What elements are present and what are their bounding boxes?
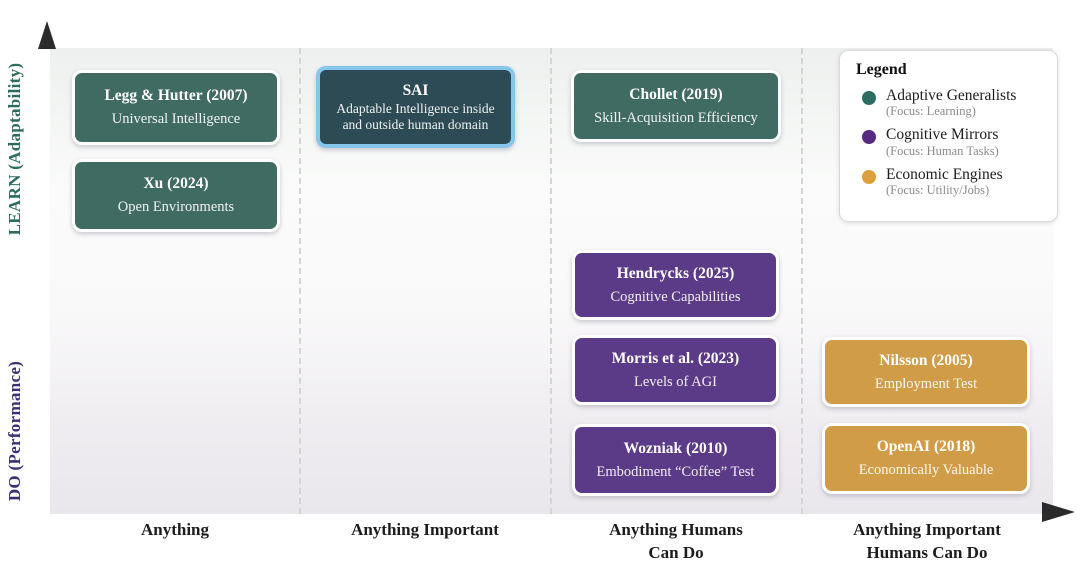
card-morris: Morris et al. (2023) Levels of AGI bbox=[572, 335, 779, 405]
x-tick-anything-important: Anything Important bbox=[351, 520, 499, 539]
legend-item-label: Economic Engines bbox=[886, 165, 1003, 183]
legend-item-label: Adaptive Generalists bbox=[886, 87, 1017, 104]
card-title: Hendrycks (2025) bbox=[616, 264, 735, 282]
card-title: Nilsson (2005) bbox=[879, 351, 973, 369]
card-nilsson: Nilsson (2005) Employment Test bbox=[822, 337, 1030, 407]
card-openai: OpenAI (2018) Economically Valuable bbox=[822, 423, 1030, 494]
legend-item-focus: (Focus: Human Tasks) bbox=[886, 143, 999, 158]
legend-item-adaptive-generalists: Adaptive Generalists (Focus: Learning) bbox=[856, 87, 1043, 119]
teal-dot-icon bbox=[862, 91, 876, 105]
card-title: Legg & Hutter (2007) bbox=[104, 87, 248, 105]
legend-item-economic-engines: Economic Engines (Focus: Utility/Jobs) bbox=[856, 165, 1043, 198]
card-subtitle: Adaptable Intelligence inside and outsid… bbox=[336, 101, 495, 132]
card-chollet: Chollet (2019) Skill-Acquisition Efficie… bbox=[571, 70, 781, 142]
card-legg-hutter: Legg & Hutter (2007) Universal Intellige… bbox=[72, 70, 280, 145]
card-subtitle: Open Environments bbox=[117, 199, 235, 216]
card-title: OpenAI (2018) bbox=[876, 438, 976, 456]
card-title: SAI bbox=[402, 81, 429, 99]
card-subtitle: Universal Intelligence bbox=[111, 111, 241, 128]
legend-item-label: Cognitive Mirrors bbox=[886, 126, 999, 144]
legend-item-focus: (Focus: Utility/Jobs) bbox=[886, 182, 990, 197]
card-subtitle: Cognitive Capabilities bbox=[610, 288, 741, 305]
legend-item-text: Economic Engines (Focus: Utility/Jobs) bbox=[886, 165, 1003, 198]
legend-title: Legend bbox=[856, 61, 907, 78]
legend-item-text: Adaptive Generalists (Focus: Learning) bbox=[886, 87, 1017, 119]
card-wozniak: Wozniak (2010) Embodiment “Coffee” Test bbox=[572, 424, 779, 496]
column-divider bbox=[801, 48, 803, 514]
card-title: Chollet (2019) bbox=[629, 85, 723, 103]
card-subtitle: Skill-Acquisition Efficiency bbox=[594, 109, 758, 126]
x-tick-anything-important-humans-can-do: Anything Important Humans Can Do bbox=[853, 520, 1001, 562]
legend: Legend Adaptive Generalists (Focus: Lear… bbox=[839, 50, 1058, 222]
x-tick-anything: Anything bbox=[140, 520, 210, 539]
column-divider bbox=[299, 48, 301, 514]
gold-dot-icon bbox=[862, 169, 876, 184]
card-xu: Xu (2024) Open Environments bbox=[72, 159, 280, 232]
legend-item-focus: (Focus: Learning) bbox=[886, 104, 976, 119]
y-axis-label-learn: LEARN (Adaptability) bbox=[5, 62, 24, 236]
y-axis-arrow-icon bbox=[38, 21, 56, 49]
purple-dot-icon bbox=[862, 130, 876, 145]
column-divider bbox=[550, 48, 552, 514]
card-subtitle: Employment Test bbox=[874, 375, 978, 392]
card-title: Morris et al. (2023) bbox=[611, 349, 740, 367]
x-tick-anything-humans-can-do: Anything Humans Can Do bbox=[609, 520, 743, 562]
legend-item-cognitive-mirrors: Cognitive Mirrors (Focus: Human Tasks) bbox=[856, 126, 1043, 158]
card-subtitle: Embodiment “Coffee” Test bbox=[596, 463, 755, 480]
card-title: Wozniak (2010) bbox=[623, 439, 728, 457]
y-axis-label-do: DO (Performance) bbox=[5, 360, 24, 502]
x-axis-arrow-icon bbox=[1042, 502, 1075, 522]
legend-item-text: Cognitive Mirrors (Focus: Human Tasks) bbox=[886, 126, 999, 158]
card-hendrycks: Hendrycks (2025) Cognitive Capabilities bbox=[572, 250, 779, 320]
card-sai-highlighted: SAI Adaptable Intelligence inside and ou… bbox=[316, 66, 515, 148]
card-subtitle: Economically Valuable bbox=[858, 462, 994, 479]
card-title: Xu (2024) bbox=[143, 175, 209, 193]
card-subtitle: Levels of AGI bbox=[634, 373, 717, 390]
